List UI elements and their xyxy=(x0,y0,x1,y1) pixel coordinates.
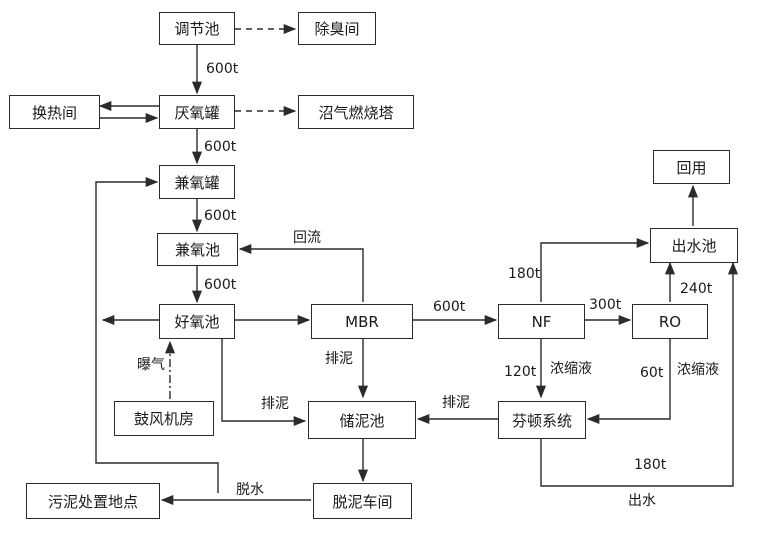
label-nongsuo-nf: 浓缩液 xyxy=(550,361,592,377)
label-flow-300: 300t xyxy=(589,297,622,313)
node-gufeng: 鼓风机房 xyxy=(114,401,214,436)
loop-sludge-to-jianyangguan xyxy=(95,176,219,493)
arrow-nf-to-chushui xyxy=(540,237,650,302)
node-mbr: MBR xyxy=(311,304,413,339)
label-flow-600-2: 600t xyxy=(204,139,237,155)
label-paini-haoyang: 排泥 xyxy=(261,396,289,412)
label-nongsuo-ro: 浓缩液 xyxy=(677,362,719,378)
node-yanyangguan: 厌氧罐 xyxy=(159,95,235,129)
label-flow-600-mbr: 600t xyxy=(433,299,466,315)
node-jianyangguan: 兼氧罐 xyxy=(159,165,235,199)
node-tiaojiechi: 调节池 xyxy=(159,12,235,45)
label-baoqi: 曝气 xyxy=(137,357,165,373)
node-chuchoujian: 除臭间 xyxy=(298,12,376,45)
label-flow-240: 240t xyxy=(680,281,713,297)
label-tuoshui: 脱水 xyxy=(236,482,264,498)
node-nf: NF xyxy=(498,304,585,339)
node-jianyangchi: 兼氧池 xyxy=(157,233,238,266)
node-ro: RO xyxy=(632,304,708,339)
label-flow-600-4: 600t xyxy=(204,277,237,293)
label-paini-fendun: 排泥 xyxy=(442,395,470,411)
arrow-mbr-return xyxy=(238,243,364,302)
node-chunichi: 储泥池 xyxy=(308,401,416,439)
label-flow-600-1: 600t xyxy=(206,61,239,77)
label-flow-180-nf: 180t xyxy=(508,266,541,282)
node-haoyangchi: 好氧池 xyxy=(159,304,235,339)
arrow-ro-to-fendun xyxy=(586,339,671,425)
label-flow-180-out: 180t xyxy=(634,457,667,473)
label-paini-mbr: 排泥 xyxy=(325,351,353,367)
label-flow-120: 120t xyxy=(504,364,537,380)
node-tuoni: 脱泥车间 xyxy=(313,483,412,519)
label-chushui: 出水 xyxy=(628,493,656,509)
node-chushuichi: 出水池 xyxy=(650,228,738,263)
node-huanrejian: 换热间 xyxy=(9,95,100,129)
node-zhaoqi: 沼气燃烧塔 xyxy=(298,95,414,129)
label-flow-60: 60t xyxy=(640,365,664,381)
node-huiyong: 回用 xyxy=(653,150,730,184)
label-flow-600-3: 600t xyxy=(204,208,237,224)
arrow-fendun-to-chushui xyxy=(540,261,739,487)
node-wuni: 污泥处置地点 xyxy=(26,483,160,519)
label-huiliu: 回流 xyxy=(293,230,321,246)
arrow-haoyang-to-chuni xyxy=(221,339,307,427)
node-fendun: 芬顿系统 xyxy=(498,401,586,439)
